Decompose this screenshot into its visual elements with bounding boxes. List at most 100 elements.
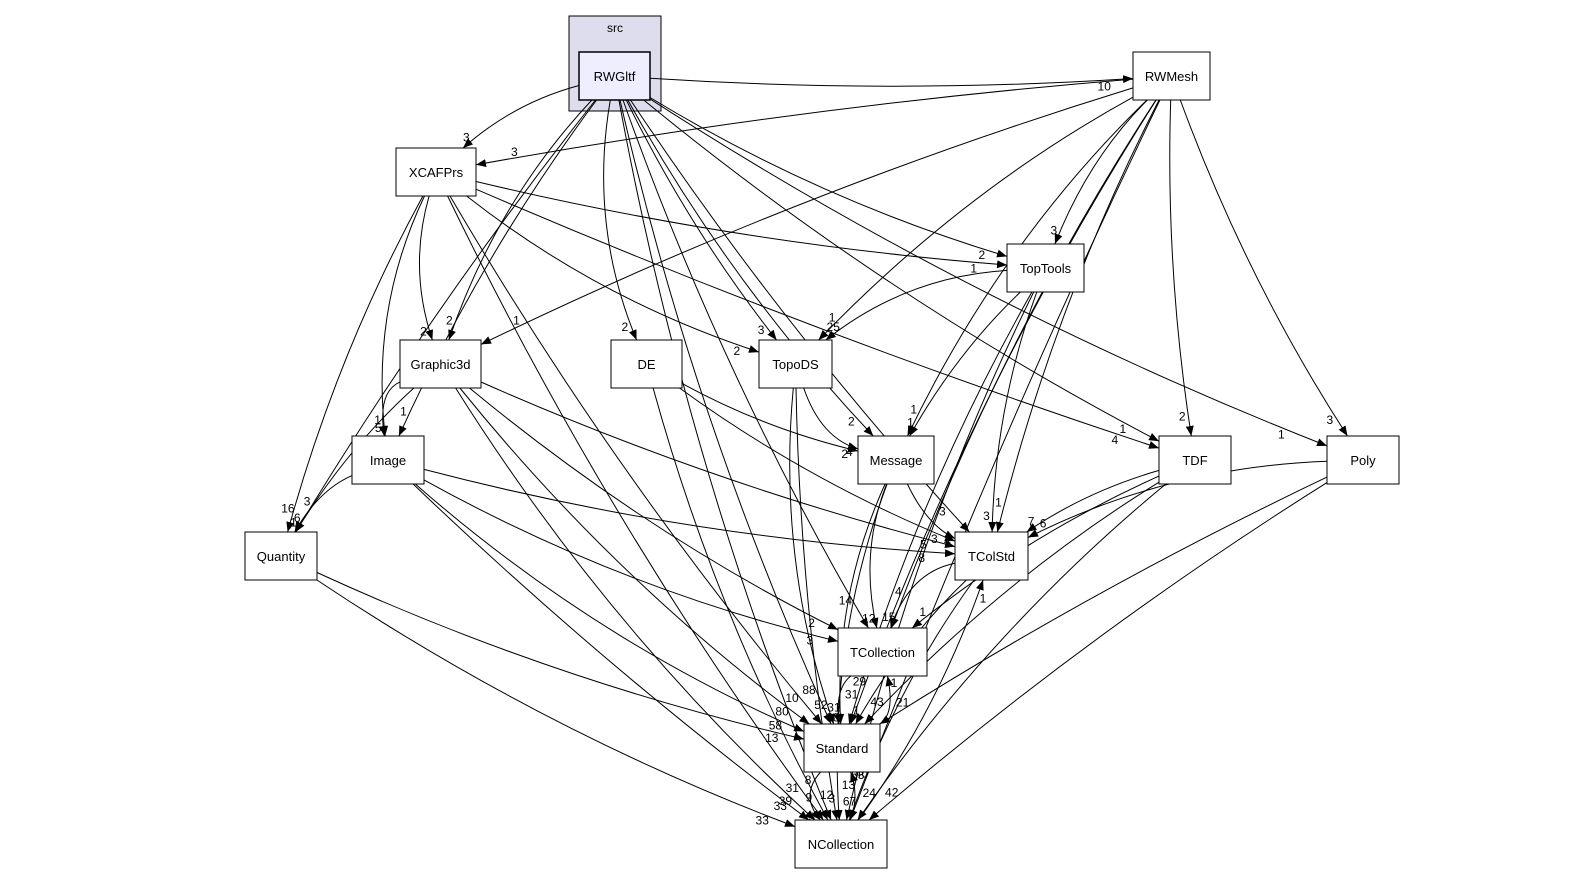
edge-label[interactable]: 1 [513,314,520,328]
edge-label[interactable]: 2 [848,415,855,429]
edge-label[interactable]: 38 [826,710,840,724]
node-box[interactable] [954,531,1029,581]
node-tcolstd[interactable]: TColStd [954,531,1029,581]
edge-label[interactable]: 8 [918,551,925,565]
edge-label[interactable]: 3 [1051,224,1058,238]
node-label[interactable]: Poly [1350,453,1376,468]
node-label[interactable]: RWMesh [1145,69,1198,84]
node-label[interactable]: Quantity [257,549,306,564]
node-box[interactable] [610,339,683,389]
node-rwgltf[interactable]: RWGltf [578,51,651,101]
node-xcafprs[interactable]: XCAFPrs [395,147,477,197]
edge-label[interactable]: 24 [863,786,877,800]
node-message[interactable]: Message [857,435,935,485]
edge-label[interactable]: 52 [814,698,828,712]
edge-label[interactable]: 13 [765,731,779,745]
edge-label[interactable]: 1 [919,605,926,619]
edge-label[interactable]: 3 [829,791,836,805]
edge-label[interactable]: 12 [862,612,876,626]
edge-label[interactable]: 88 [802,683,816,697]
node-label[interactable]: Standard [816,741,869,756]
edge-label[interactable]: 1 [374,413,381,427]
node-box[interactable] [1326,435,1400,485]
node-label[interactable]: Image [370,453,406,468]
edge-label[interactable]: 2 [808,616,815,630]
node-quantity[interactable]: Quantity [244,531,318,581]
edge-label[interactable]: 1 [1119,422,1126,436]
node-box[interactable] [1158,435,1232,485]
edge-label[interactable]: 31 [786,781,800,795]
node-box[interactable] [803,723,881,773]
edge-label[interactable]: 7 [1028,515,1035,529]
edge-label[interactable]: 16 [281,502,295,516]
edge-label[interactable]: 3 [931,532,938,546]
node-box[interactable] [794,819,888,869]
edge-label[interactable]: 2 [1179,409,1186,423]
edge-label[interactable]: 3 [807,634,814,648]
node-box[interactable] [758,339,833,389]
edge-label[interactable]: 12 [820,788,834,802]
edge-label[interactable]: 1 [891,676,898,690]
node-box[interactable] [578,51,651,101]
node-label[interactable]: NCollection [808,837,874,852]
edge-label[interactable]: 1 [980,592,987,606]
edge-label[interactable]: 9 [806,791,813,805]
edge-label[interactable]: 1 [907,415,914,429]
edge-label[interactable]: 33 [774,799,788,813]
edge-label[interactable]: 42 [885,786,899,800]
edge-label[interactable]: 1 [970,261,977,275]
edge-label[interactable]: 1 [853,703,860,717]
node-box[interactable] [244,531,318,581]
edge-label[interactable]: 4 [846,445,853,459]
node-label[interactable]: DE [637,357,655,372]
edge-label[interactable]: 2 [446,313,453,327]
node-label[interactable]: XCAFPrs [409,165,464,180]
node-label[interactable]: Message [870,453,923,468]
node-box[interactable] [857,435,935,485]
edge-label[interactable]: 1 [400,404,407,418]
edge-label[interactable]: 31 [845,687,859,701]
edge-label[interactable]: 14 [839,593,853,607]
edge-label[interactable]: 8 [805,773,812,787]
edge-label[interactable]: 3 [511,145,518,159]
node-ncollection[interactable]: NCollection [794,819,888,869]
edge-label[interactable]: 3 [1327,413,1334,427]
edge-label[interactable]: 4 [944,534,951,548]
node-label[interactable]: Graphic3d [411,357,471,372]
node-tdf[interactable]: TDF [1158,435,1232,485]
node-box[interactable] [1132,51,1211,101]
node-label[interactable]: TColStd [968,549,1015,564]
node-rwmesh[interactable]: RWMesh [1132,51,1211,101]
node-box[interactable] [837,627,928,677]
edge-label[interactable]: 3 [304,494,311,508]
node-box[interactable] [395,147,477,197]
edge-label[interactable]: 6 [1040,516,1047,530]
edge-label[interactable]: 80 [775,704,789,718]
edge-label[interactable]: 58 [769,719,783,733]
edge-label[interactable]: 2 [420,325,427,339]
edge-label[interactable]: 1 [1278,427,1285,441]
edge-label[interactable]: 5 [375,421,382,435]
edge-label[interactable]: 4 [895,585,902,599]
node-topods[interactable]: TopoDS [758,339,833,389]
edge-label[interactable]: 33 [756,814,770,828]
node-label[interactable]: RWGltf [594,69,636,84]
edge-label[interactable]: 2 [841,447,848,461]
edge-label[interactable]: 2 [979,248,986,262]
node-standard[interactable]: Standard [803,723,881,773]
edge-label[interactable]: 43 [870,695,884,709]
edge-label[interactable]: 3 [758,323,765,337]
node-poly[interactable]: Poly [1326,435,1400,485]
edge-label[interactable]: 2 [622,320,629,334]
edge-label[interactable]: 25 [827,320,841,334]
edge-label[interactable]: 3 [939,505,946,519]
edge-label[interactable]: 3 [463,130,470,144]
edge-label[interactable]: 1 [829,310,836,324]
node-box[interactable] [1006,243,1085,293]
edge-label[interactable]: 15 [882,610,896,624]
edge-label[interactable]: 10 [785,691,799,705]
edge-label[interactable]: 5 [920,538,927,552]
edge-label[interactable]: 2 [734,344,741,358]
node-de[interactable]: DE [610,339,683,389]
edge-label[interactable]: 1 [290,516,297,530]
